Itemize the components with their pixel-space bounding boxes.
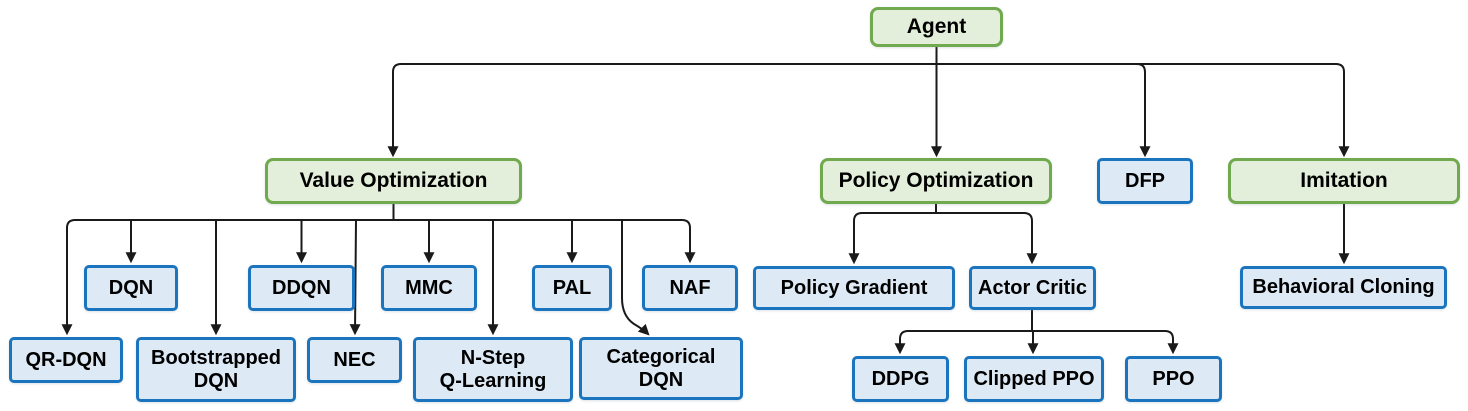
- edge-value-optimization-nec: [349, 219, 361, 336]
- node-label-actor-critic: Actor Critic: [978, 276, 1087, 299]
- node-label-dfp: DFP: [1125, 169, 1165, 192]
- node-label-ppo: PPO: [1152, 367, 1195, 390]
- node-label-agent: Agent: [906, 15, 967, 39]
- node-label-value-optimization: Value Optimization: [299, 169, 488, 193]
- node-bootstrapped-dqn: Bootstrapped DQN: [136, 337, 296, 402]
- node-value-optimization: Value Optimization: [265, 158, 522, 204]
- node-pal: PAL: [532, 265, 612, 311]
- node-label-naf: NAF: [669, 276, 711, 299]
- node-label-bootstrapped-dqn: Bootstrapped DQN: [151, 347, 281, 392]
- node-ppo: PPO: [1125, 356, 1222, 402]
- node-behavioral-cloning: Behavioral Cloning: [1240, 266, 1447, 309]
- node-label-imitation: Imitation: [1300, 169, 1388, 193]
- edge-agent-imitation: [936, 63, 1350, 158]
- node-label-qr-dqn: QR-DQN: [25, 348, 107, 371]
- edge-actor-critic-ppo: [1164, 330, 1179, 355]
- edge-value-optimization-categorical-dqn: [621, 220, 650, 336]
- node-label-ddqn: DDQN: [272, 276, 331, 299]
- edge-agent-value-optimization: [387, 63, 937, 158]
- node-agent: Agent: [870, 7, 1003, 47]
- node-dfp: DFP: [1097, 158, 1193, 204]
- node-label-ddpg: DDPG: [871, 367, 930, 390]
- node-label-clipped-ppo: Clipped PPO: [973, 367, 1095, 390]
- node-qr-dqn: QR-DQN: [9, 337, 123, 383]
- node-mmc: MMC: [381, 265, 477, 311]
- node-n-step-q-learning: N-Step Q-Learning: [413, 337, 573, 402]
- node-label-policy-gradient: Policy Gradient: [780, 276, 928, 299]
- node-policy-gradient: Policy Gradient: [753, 266, 955, 310]
- node-ddpg: DDPG: [852, 356, 949, 402]
- node-label-categorical-dqn: Categorical DQN: [606, 346, 716, 391]
- node-actor-critic: Actor Critic: [969, 266, 1096, 310]
- node-label-pal: PAL: [552, 276, 592, 299]
- edge-policy-optimization-actor-critic: [1023, 212, 1038, 265]
- node-categorical-dqn: Categorical DQN: [579, 337, 743, 400]
- node-label-policy-optimization: Policy Optimization: [838, 169, 1034, 193]
- edge-value-optimization-qr-dqn: [61, 219, 76, 336]
- node-label-nec: NEC: [333, 348, 376, 371]
- node-clipped-ppo: Clipped PPO: [964, 356, 1104, 402]
- node-label-n-step-q-learning: N-Step Q-Learning: [439, 347, 547, 392]
- edge-actor-critic-ddpg: [894, 330, 909, 355]
- node-imitation: Imitation: [1228, 158, 1460, 204]
- edge-policy-optimization-policy-gradient: [848, 212, 863, 265]
- node-ddqn: DDQN: [248, 265, 355, 311]
- edge-value-optimization-naf: [681, 219, 696, 264]
- edge-agent-dfp: [936, 63, 1151, 158]
- node-dqn: DQN: [84, 265, 178, 311]
- node-label-dqn: DQN: [108, 276, 154, 299]
- node-nec: NEC: [307, 337, 402, 383]
- node-naf: NAF: [642, 265, 738, 311]
- node-label-behavioral-cloning: Behavioral Cloning: [1252, 276, 1435, 299]
- node-policy-optimization: Policy Optimization: [820, 158, 1052, 204]
- node-label-mmc: MMC: [405, 276, 453, 299]
